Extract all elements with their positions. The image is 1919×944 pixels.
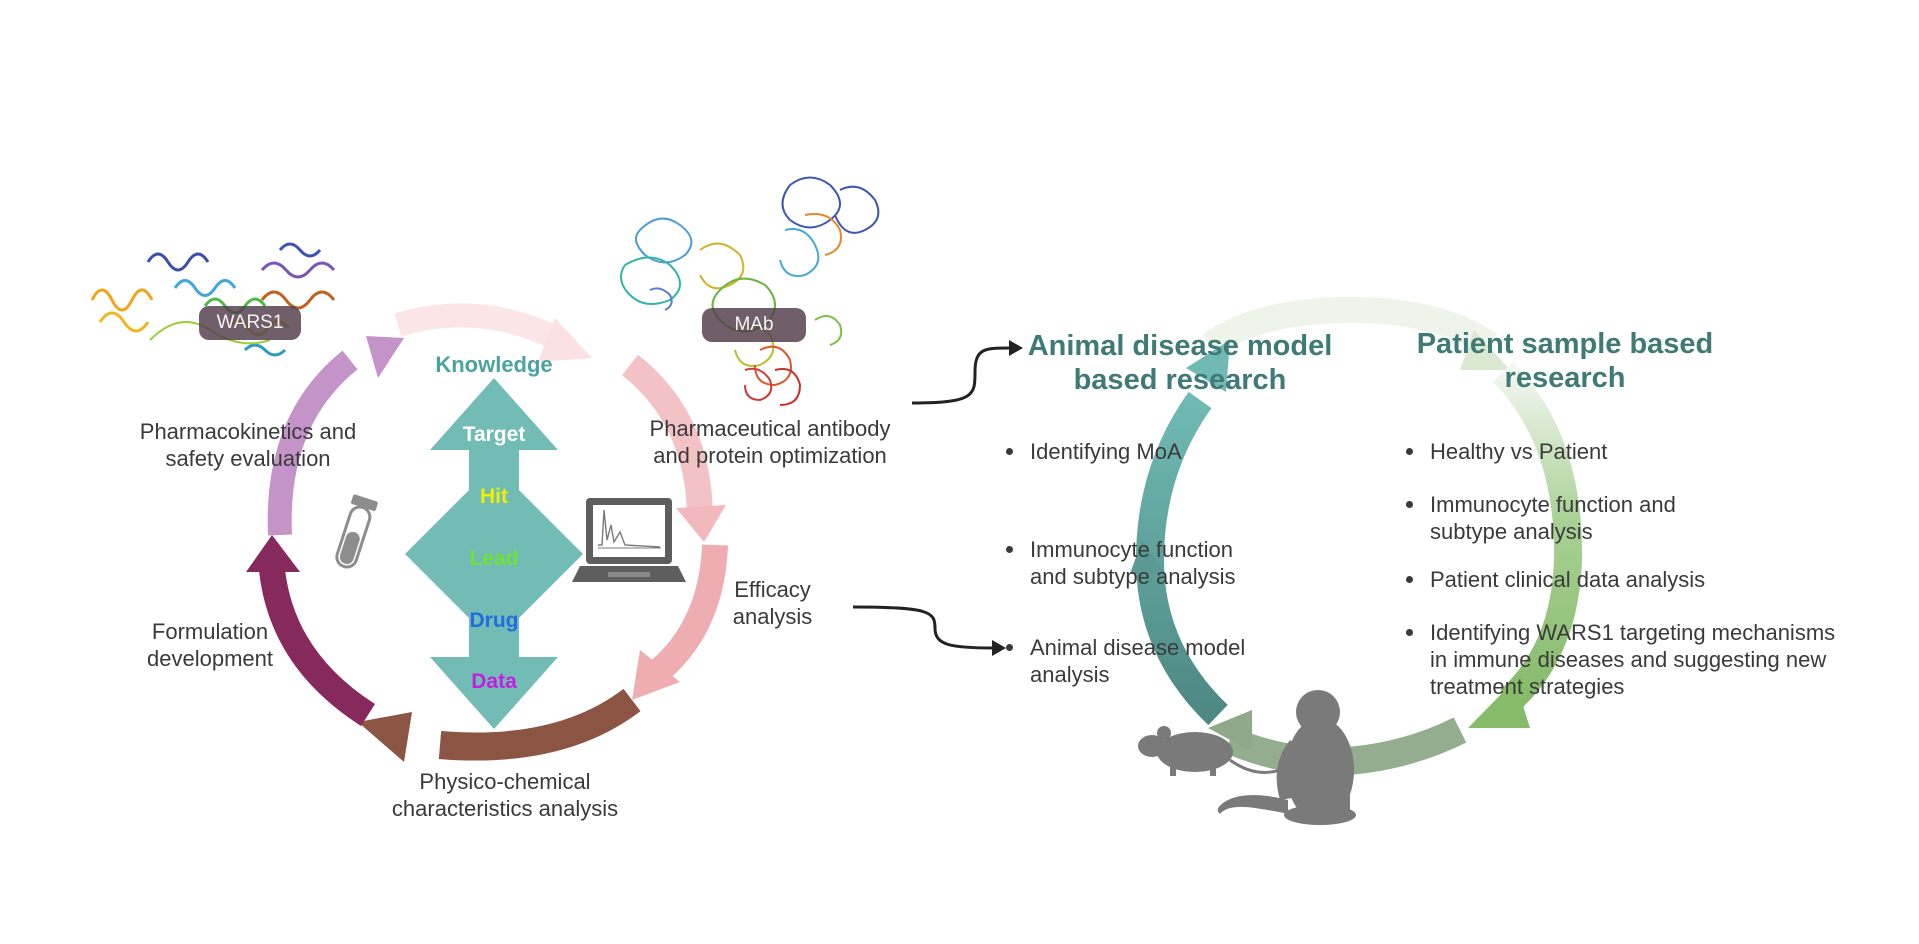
patient-research-list: Healthy vs Patient Immunocyte function a… bbox=[1402, 0, 1902, 944]
cycle-arrowhead-top bbox=[538, 318, 592, 362]
pharmacokinetics-label: Pharmacokinetics and safety evaluation bbox=[139, 419, 357, 471]
connector-arrows bbox=[852, 340, 1023, 656]
cycle-arrowhead-lower-right bbox=[632, 650, 680, 700]
right-cycle-arrow-right bbox=[1492, 362, 1583, 711]
cycle-arrowhead-bottom bbox=[358, 712, 412, 762]
list-item: Patient clinical data analysis bbox=[1402, 566, 1705, 593]
right-cycle-arrowhead-bottom bbox=[1208, 710, 1252, 752]
formulation-label: Formulation development bbox=[147, 619, 273, 671]
connector-to-animal-model bbox=[852, 605, 994, 650]
cycle-arrow-top bbox=[394, 303, 566, 351]
connector-arrowhead-bottom bbox=[992, 640, 1006, 656]
cycle-arrow-right-lower bbox=[651, 544, 728, 680]
cycle-arrowhead-right bbox=[676, 505, 726, 542]
stage-drug: Drug bbox=[469, 609, 519, 632]
animal-research-list: Identifying MoA Immunocyte function and … bbox=[1002, 0, 1322, 944]
cycle-arrow-left-lower bbox=[259, 568, 376, 726]
wars1-protein-structure bbox=[90, 242, 336, 357]
cycle-arrow-right bbox=[621, 354, 713, 521]
list-item: Immunocyte function and subtype analysis bbox=[1002, 536, 1235, 590]
right-cycle-arrowhead-mid-left bbox=[1130, 540, 1166, 574]
cycle-arrow-left-upper bbox=[267, 350, 358, 536]
connector-to-animal-research bbox=[911, 346, 1011, 405]
test-tube-icon bbox=[335, 494, 378, 569]
stage-hit: Hit bbox=[480, 485, 508, 508]
four-way-arrow-shape bbox=[405, 378, 583, 729]
efficacy-label: Efficacy analysis bbox=[732, 577, 813, 629]
stage-lead: Lead bbox=[469, 547, 519, 570]
connector-arrowhead-top bbox=[1009, 340, 1023, 356]
mab-protein-structure bbox=[620, 176, 880, 406]
right-cycle-arrowhead-upper-left bbox=[1186, 340, 1230, 392]
list-item: Identifying MoA bbox=[1002, 438, 1182, 465]
cycle-arrowhead-upper-left bbox=[366, 336, 404, 378]
monkey-icon bbox=[1217, 690, 1356, 825]
antibody-optimization-label: Pharmaceutical antibody and protein opti… bbox=[649, 416, 891, 468]
list-item: Immunocyte function and subtype analysis bbox=[1402, 491, 1676, 545]
right-cycle-arrowhead-right bbox=[1468, 680, 1530, 728]
left-cycle-arrows bbox=[246, 303, 728, 762]
stage-data: Data bbox=[471, 670, 517, 693]
knowledge-label: Knowledge bbox=[435, 352, 553, 377]
right-cycle-arrow-top bbox=[1202, 296, 1498, 356]
patient-research-heading: Patient sample based research bbox=[1416, 328, 1714, 394]
list-item: Identifying WARS1 targeting mechanisms i… bbox=[1402, 619, 1835, 700]
wars1-label: WARS1 bbox=[199, 306, 301, 340]
stage-target: Target bbox=[462, 423, 526, 446]
mab-label: MAb bbox=[702, 308, 806, 342]
cycle-arrow-bottom bbox=[438, 688, 641, 761]
cycle-arrowhead-left bbox=[246, 535, 300, 572]
right-cycle-arrowhead-top-right bbox=[1460, 330, 1510, 370]
center-four-way-arrow bbox=[405, 378, 583, 729]
animal-research-heading: Animal disease model based research bbox=[1027, 330, 1333, 396]
laptop-chart-icon bbox=[572, 498, 686, 582]
physico-chemical-label: Physico-chemical characteristics analysi… bbox=[391, 769, 619, 821]
list-item: Healthy vs Patient bbox=[1402, 438, 1607, 465]
list-item: Animal disease model analysis bbox=[1002, 634, 1245, 688]
